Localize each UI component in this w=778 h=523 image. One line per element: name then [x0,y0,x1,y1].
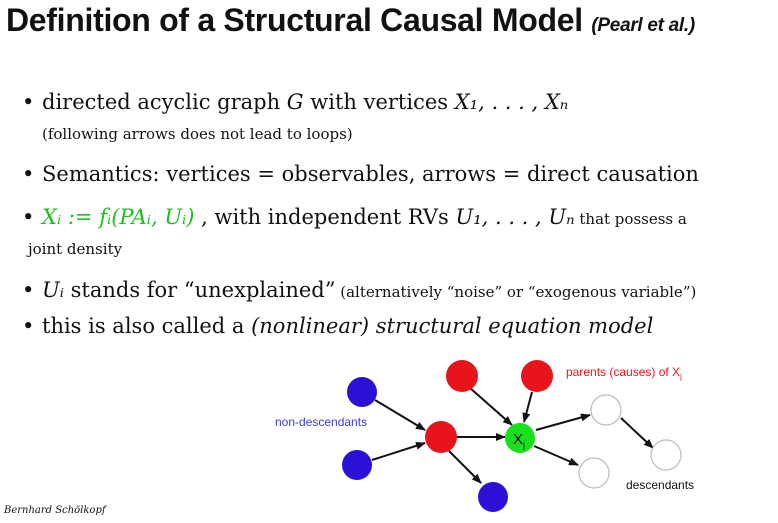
bullet-dot: • [22,314,35,338]
label-descendants: descendants [626,478,694,492]
slide-title: Definition of a Structural Causal Model … [6,2,695,39]
bullet-1-vars: X₁, . . . , Xₙ [454,90,569,114]
node-parent-left [425,421,457,453]
node-non-descendant-1 [347,377,377,407]
footer-author: Bernhard Schölkopf [4,505,106,516]
title-attribution: (Pearl et al.) [591,15,695,36]
bullet-3-mid: , with independent RVs [194,205,456,229]
bullet-4-tail: (alternatively “noise” or “exogenous var… [335,283,697,301]
node-non-descendant-2 [342,450,372,480]
node-parent-top-2 [521,360,553,392]
bullet-1-text: directed acyclic graph [42,90,287,114]
node-descendant-3 [650,439,682,471]
edge-x-desc1 [535,413,591,431]
bullet-dot: • [22,278,35,302]
edge-redtop1-x [469,387,513,426]
edge-blue2-red [371,441,426,461]
bullet-4-var: Uᵢ [42,278,64,302]
bullet-4: • Uᵢ stands for “unexplained” (alternativ… [22,278,696,302]
bullet-5-text: this is also called a [42,314,252,338]
bullet-2: • Semantics: vertices = observables, arro… [22,162,699,186]
bullet-5: • this is also called a (nonlinear) struc… [22,314,653,338]
bullet-1-graph-symbol: G [286,90,304,114]
bullet-5-emphasis: (nonlinear) structural equation model [251,314,654,338]
bullet-3-vars: U₁, . . . , Uₙ [455,205,575,229]
bullet-1-mid: with vertices [303,90,455,114]
bullet-4-text: stands for “unexplained” [63,278,336,302]
title-text: Definition of a Structural Causal Model [6,2,583,38]
bullet-3-equation: Xᵢ := fᵢ(PAᵢ, Uᵢ) [42,205,195,229]
edge-x-desc2 [533,445,579,466]
node-non-descendant-3 [478,482,508,512]
bullet-1: •directed acyclic graph G with vertices … [22,90,568,114]
edge-red-blue3 [448,450,482,484]
bullet-1-subtext: (following arrows does not lead to loops… [42,125,353,143]
edge-redtop2-x [522,391,533,423]
label-non-descendants: non-descendants [275,415,367,429]
node-descendant-1 [590,394,622,426]
bullet-dot: • [22,205,35,229]
edge-blue1-red [374,399,426,431]
bullet-3-tail: that possess a [574,210,687,228]
node-descendant-2 [578,457,610,489]
bullet-2-text: Semantics: vertices = observables, arrow… [42,162,699,186]
bullet-3-subtext: joint density [28,240,123,258]
bullet-dot: • [22,162,35,186]
bullet-dot: • [22,90,35,114]
bullet-3: • Xᵢ := fᵢ(PAᵢ, Uᵢ) , with independent RV… [22,205,687,229]
edge-desc1-desc3 [620,417,654,449]
label-parents: parents (causes) of Xj [566,365,682,381]
node-x-j [505,423,535,453]
node-x-label: Xj [513,431,525,450]
node-parent-top-1 [446,360,478,392]
